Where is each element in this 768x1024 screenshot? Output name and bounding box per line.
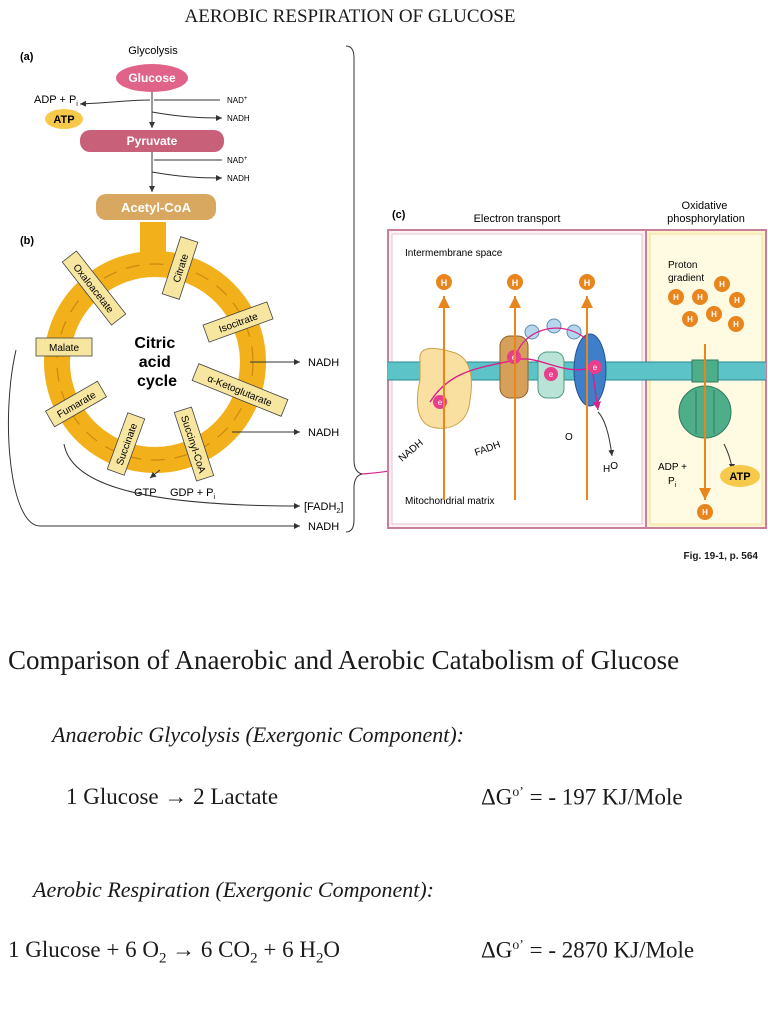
intermediate-malate: Malate xyxy=(35,337,93,357)
anaerobic-equation: 1 Glucose → 2 Lactate xyxy=(66,784,279,809)
atp-synthase-atp-badge xyxy=(720,465,760,487)
svg-text:H: H xyxy=(584,278,591,288)
acetyl-coa-label: Acetyl-CoA xyxy=(121,200,192,215)
proton-matrix: H xyxy=(697,504,713,520)
atp-synthase-atp-label: ATP xyxy=(729,471,750,483)
svg-text:e: e xyxy=(549,370,554,379)
intermembrane-space-label: Intermembrane space xyxy=(405,248,503,259)
svg-text:H: H xyxy=(733,320,739,329)
panel-b-label: (b) xyxy=(20,235,34,247)
svg-text:H: H xyxy=(512,278,519,288)
mitochondrial-matrix-label: Mitochondrial matrix xyxy=(405,496,494,507)
proton-gradient-cluster: H H H H H H H xyxy=(668,276,745,332)
panel-c-label: (c) xyxy=(392,209,406,221)
svg-text:H: H xyxy=(734,296,740,305)
svg-text:Malate: Malate xyxy=(49,343,79,354)
svg-text:H: H xyxy=(711,310,717,319)
svg-text:H: H xyxy=(702,508,708,517)
aerobic-respiration-figure: (a) Glycolysis Glucose ADP + Pi ATP NAD+… xyxy=(7,45,767,533)
anaerobic-heading: Anaerobic Glycolysis (Exergonic Componen… xyxy=(52,722,464,747)
svg-text:e: e xyxy=(438,398,443,407)
glucose-label: Glucose xyxy=(128,71,176,85)
atp-badge xyxy=(45,109,83,129)
aerobic-equation: 1 Glucose + 6 O2 → 6 CO2 + 6 H2O xyxy=(8,937,341,967)
nad-plus-2: NAD+ xyxy=(227,156,248,165)
aerobic-heading: Aerobic Respiration (Exergonic Component… xyxy=(33,877,434,902)
svg-text:H: H xyxy=(687,315,693,324)
adp-plus-label: ADP + xyxy=(658,462,687,473)
comparison-title: Comparison of Anaerobic and Aerobic Cata… xyxy=(8,645,680,675)
citric-acid-cycle-label: Citric acid cycle xyxy=(134,335,179,390)
nadh-1: NADH xyxy=(227,114,250,123)
nadh-3: NADH xyxy=(308,357,339,369)
panel-a-label: (a) xyxy=(20,51,34,63)
proton-2: H xyxy=(507,274,523,290)
pi-label: Pi xyxy=(668,476,677,489)
pyruvate-node xyxy=(80,130,224,152)
pyruvate-label: Pyruvate xyxy=(127,134,178,148)
proton-1: H xyxy=(436,274,452,290)
o2-label: O xyxy=(565,432,573,443)
page-title: AEROBIC RESPIRATION OF GLUCOSE xyxy=(184,6,516,27)
nadh-2: NADH xyxy=(227,174,250,183)
svg-text:H: H xyxy=(719,280,725,289)
oxidative-phosphorylation-label: Oxidative phosphorylation xyxy=(667,200,745,225)
anaerobic-delta-g: ΔGo’ = - 197 KJ/Mole xyxy=(481,784,683,810)
brace xyxy=(345,45,363,533)
atp-label: ATP xyxy=(53,114,74,126)
svg-text:e: e xyxy=(593,363,598,372)
electron-3: e xyxy=(544,367,558,381)
gdp-pi-label: GDP + Pi xyxy=(170,487,216,501)
svg-text:H: H xyxy=(673,293,679,302)
figure-caption: Fig. 19-1, p. 564 xyxy=(683,551,758,562)
intermediate-citrate: Citrate xyxy=(161,236,199,300)
nadh-4: NADH xyxy=(308,427,339,439)
proton-3: H xyxy=(579,274,595,290)
fadh2-bracket-label: [FADH2] xyxy=(304,501,343,515)
aerobic-delta-g: ΔGo’ = - 2870 KJ/Mole xyxy=(481,937,695,963)
glycolysis-label: Glycolysis xyxy=(128,45,178,57)
svg-text:H: H xyxy=(441,278,448,288)
proton-gradient-label: Proton gradient xyxy=(668,260,704,284)
h2o-label: HO xyxy=(603,461,618,475)
svg-text:H: H xyxy=(697,293,703,302)
glucose-node xyxy=(116,64,188,92)
electron-transport-label: Electron transport xyxy=(474,213,561,225)
nadh-5: NADH xyxy=(308,521,339,533)
nad-plus-1: NAD+ xyxy=(227,96,248,105)
adp-pi-label: ADP + Pi xyxy=(34,94,78,108)
electron-4: e xyxy=(588,360,602,374)
acetyl-coa-node xyxy=(96,194,216,220)
